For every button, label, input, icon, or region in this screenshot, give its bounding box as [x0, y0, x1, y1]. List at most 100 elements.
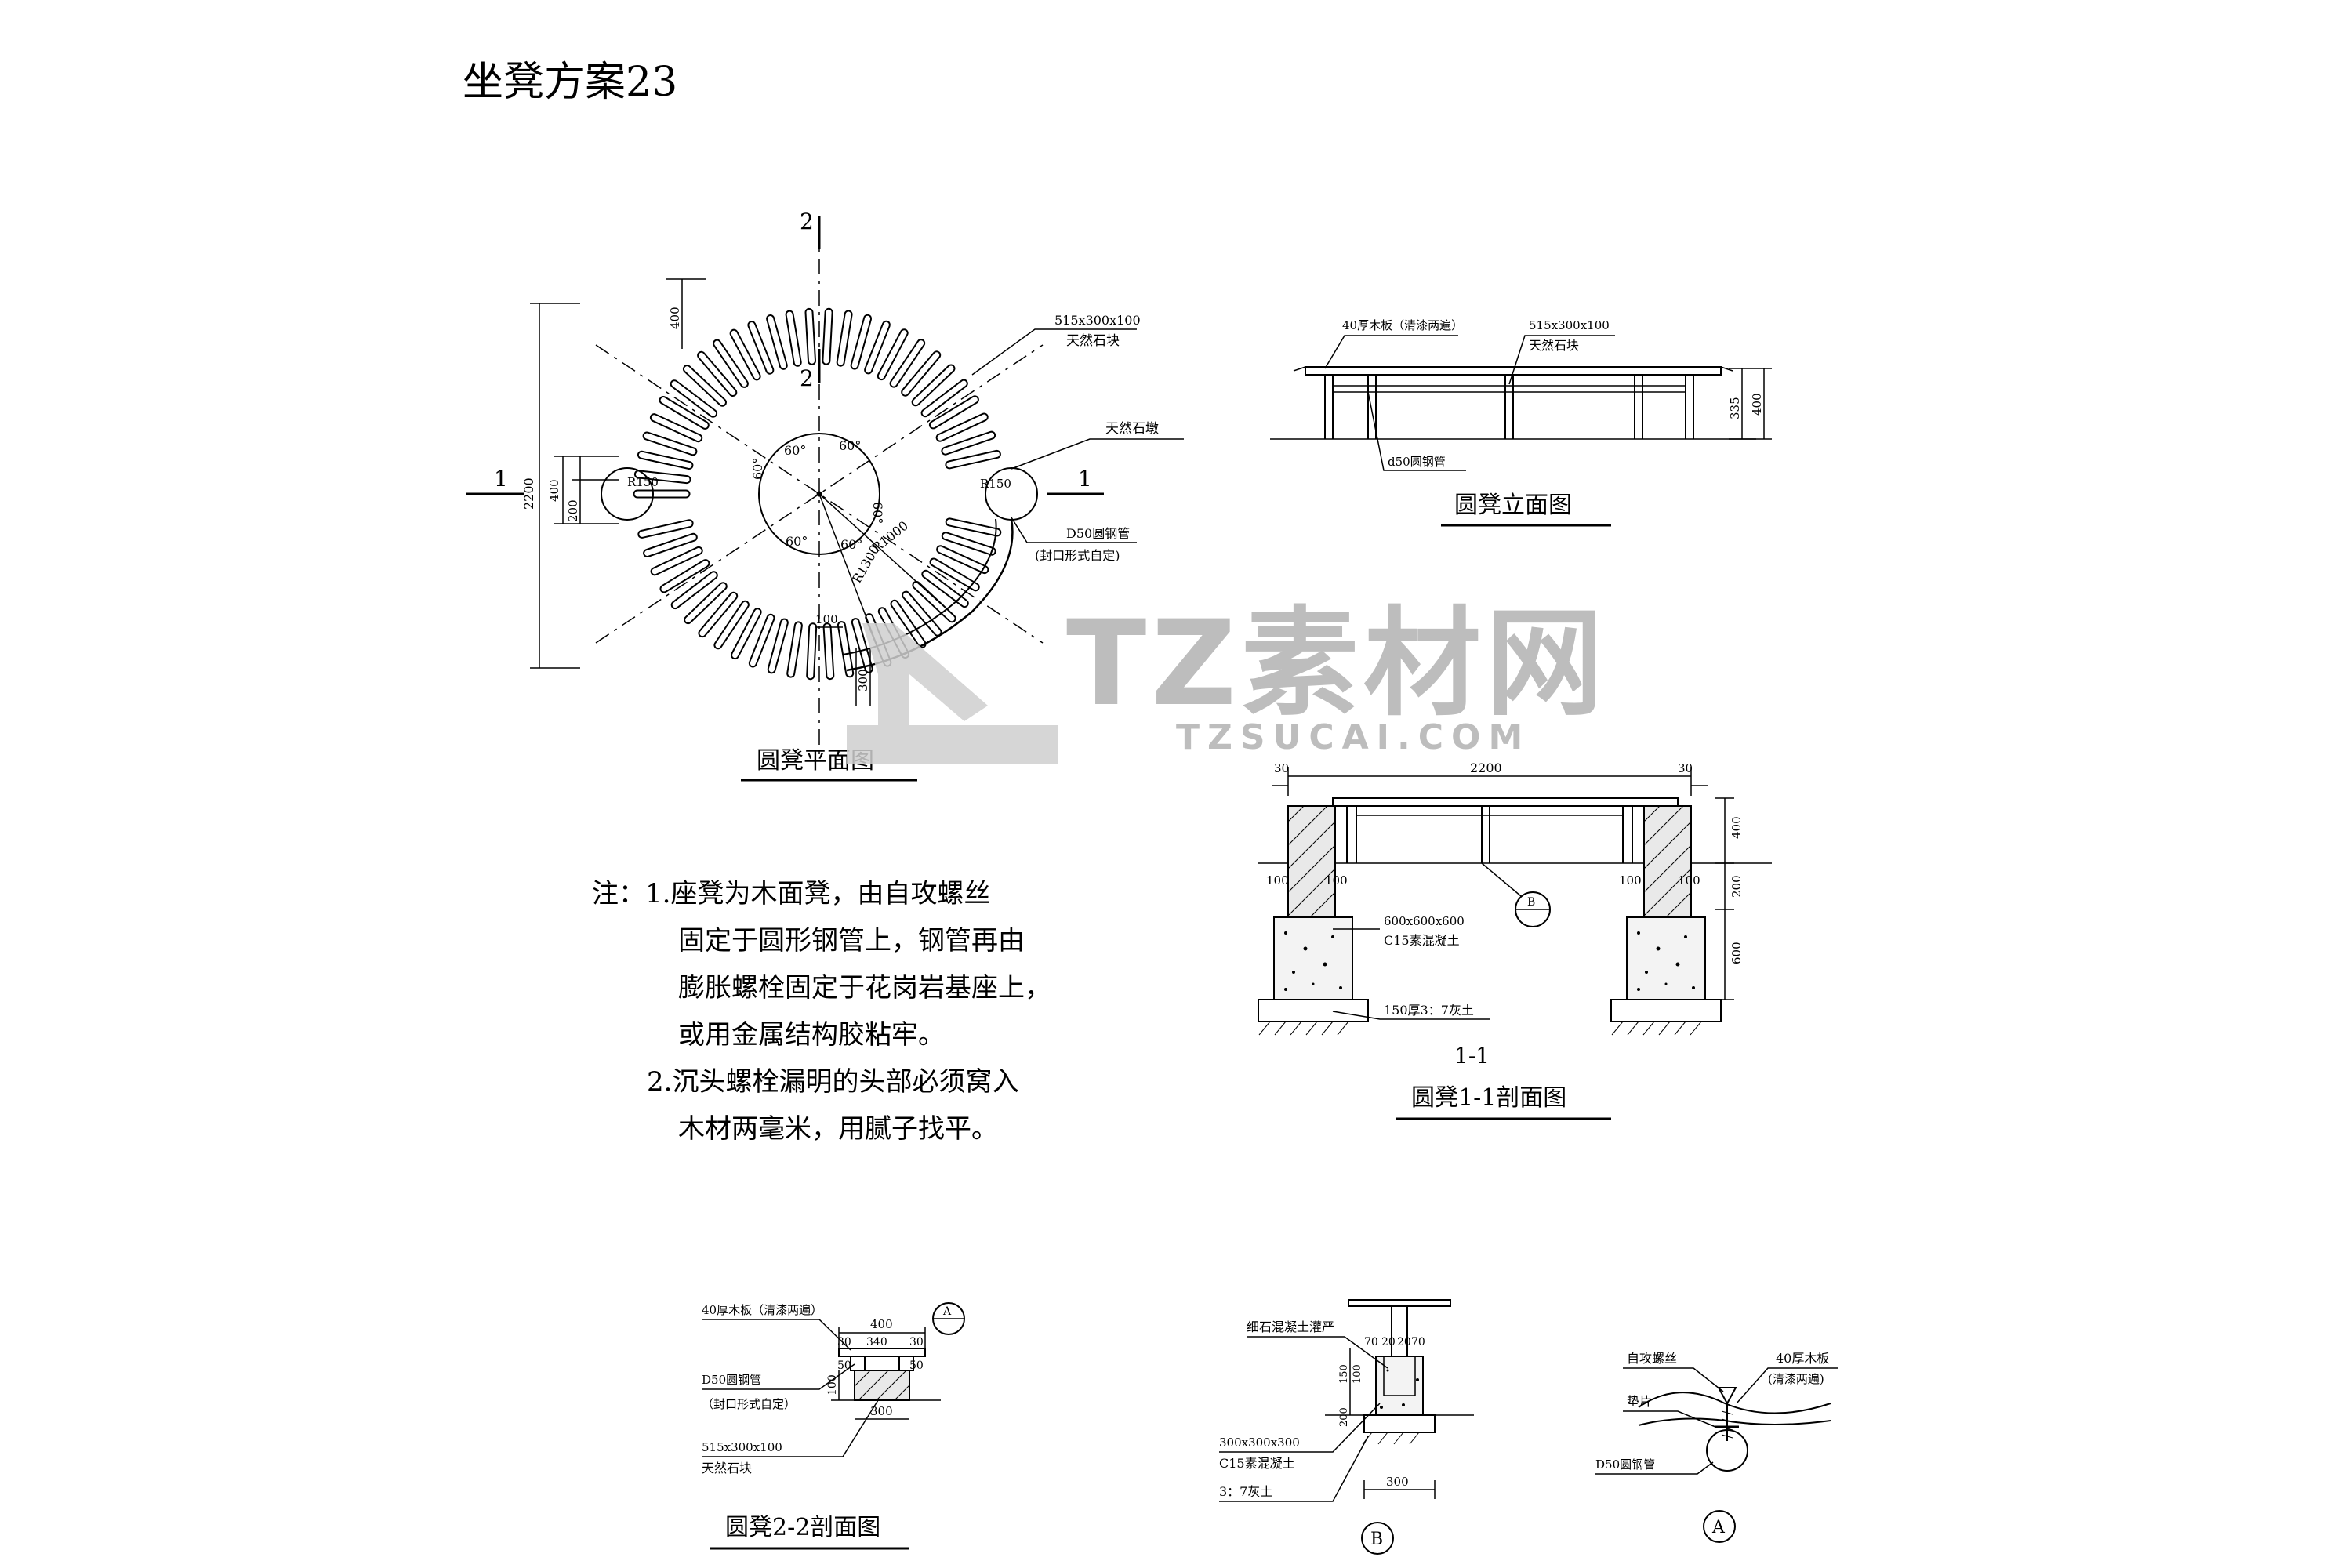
- elevation-view: 335 400 40厚木板（清漆两遍） 515x300x100 天然石块 d50…: [1270, 318, 1772, 527]
- section11-dim-100d: 100: [1678, 873, 1700, 887]
- seat-slat-fill: [644, 433, 696, 455]
- note-line-5: 2.沉头螺栓漏明的头部必须窝入: [647, 1066, 1019, 1098]
- plan-inner-circle: [758, 433, 880, 555]
- seat-slat-fill: [891, 601, 925, 647]
- section11-dim-h600: 600: [1730, 942, 1744, 964]
- stone-pier-left: [601, 467, 654, 521]
- seat-slat-fill: [903, 592, 941, 635]
- detail-a-screw-label: 自攻螺丝: [1627, 1351, 1677, 1366]
- section-2-2: 400 30 340 30 50 50 100 300 A 40厚木板（清漆两遍…: [702, 1302, 965, 1550]
- detail-a-pipe-label: D50圆钢管: [1595, 1457, 1655, 1472]
- detail-b-mark: B: [1370, 1530, 1383, 1549]
- seat-slat-fill: [651, 415, 702, 441]
- watermark-url: TZSUCAI.COM: [1176, 717, 1531, 757]
- note-line-4: 或用金属结构胶粘牢。: [678, 1019, 945, 1051]
- section11-footing-size: 600x600x600: [1384, 914, 1465, 928]
- detail-b-dim-100: 100: [1352, 1364, 1363, 1384]
- seat-slat-fill: [938, 546, 988, 573]
- section11-bench-top: [1332, 797, 1679, 807]
- seat-slat-fill: [671, 381, 717, 416]
- seat-slat-fill: [852, 619, 872, 672]
- section22-stone-label: 天然石块: [702, 1461, 752, 1475]
- seat-slat-fill: [685, 583, 726, 623]
- angle-label-5: 60°: [786, 534, 808, 549]
- angle-label-6: 60°: [750, 458, 765, 480]
- elevation-stone-label: 天然石块: [1529, 338, 1579, 353]
- section11-footing-right: [1626, 916, 1706, 1000]
- seat-slat-fill: [837, 311, 851, 365]
- detail-a-board-note: (清漆两遍): [1768, 1372, 1824, 1386]
- section11-footing-left: [1273, 916, 1353, 1000]
- detail-a-washer-label: 垫片: [1627, 1394, 1652, 1409]
- detail-b-grout-label: 细石混凝土灌严: [1247, 1319, 1334, 1334]
- seat-slat-fill: [851, 315, 871, 368]
- seat-slat-fill: [866, 321, 889, 373]
- section22-caption: 圆凳2-2剖面图: [725, 1514, 880, 1541]
- seat-slat-fill: [942, 432, 995, 454]
- section11-dim-100a: 100: [1266, 873, 1289, 887]
- stone-pier-right: [985, 467, 1038, 521]
- section-mark-1-left: 1: [494, 466, 508, 492]
- seat-slat-fill: [823, 309, 832, 364]
- detail-a-screw-head: [1717, 1387, 1737, 1406]
- seat-slat-fill: [731, 330, 760, 379]
- section22-board-label: 40厚木板（清漆两遍）: [702, 1303, 822, 1317]
- section22-dim-50a: 50: [837, 1359, 851, 1372]
- section11-dim-100c: 100: [1619, 873, 1642, 887]
- seat-slat-fill: [699, 352, 736, 395]
- section-mark-2-inner: 2: [800, 365, 814, 391]
- elevation-pipe-label: d50圆钢管: [1388, 455, 1446, 469]
- angle-label-3: 60°: [870, 502, 885, 524]
- section11-detail-b-mark: B: [1527, 896, 1535, 909]
- plan-dim-overall: 2200: [521, 477, 536, 510]
- seat-slat-fill: [661, 561, 709, 592]
- seat-slat-fill: [750, 615, 774, 666]
- plan-pipe-label: D50圆钢管: [1066, 526, 1130, 541]
- seat-slat-fill: [786, 311, 800, 365]
- detail-b-dim-70b: 70: [1411, 1336, 1425, 1348]
- section11-stone-right: [1643, 805, 1692, 927]
- seat-slat-fill: [806, 309, 815, 364]
- section22-dim-300: 300: [870, 1404, 893, 1418]
- section11-dim-h400: 400: [1730, 816, 1744, 839]
- detail-b-lime: [1363, 1414, 1436, 1433]
- plan-pipe-note: (封口形式自定): [1035, 548, 1120, 563]
- section11-mark: 1-1: [1454, 1043, 1490, 1069]
- seat-slat-fill: [788, 622, 801, 677]
- plan-slats: [633, 307, 1002, 681]
- section11-concrete-label: C15素混凝土: [1384, 933, 1460, 948]
- seat-slat-fill: [923, 571, 967, 607]
- elevation-dim-335: 335: [1728, 397, 1742, 419]
- section11-stone-left: [1287, 805, 1336, 927]
- detail-b-lime-label: 3：7灰土: [1219, 1484, 1272, 1499]
- seat-slat-fill: [937, 414, 987, 441]
- seat-slat-fill: [942, 533, 995, 554]
- section-1-1: 2200 30 30 100 100 100 100 400 200 600 B…: [1258, 760, 1772, 1120]
- detail-a-board-top: [1638, 1392, 1831, 1414]
- seat-slat-fill: [930, 397, 978, 428]
- section11-lime-label: 150厚3：7灰土: [1384, 1003, 1474, 1018]
- seat-slat-fill: [644, 534, 696, 556]
- seat-slat-fill: [652, 547, 702, 575]
- section22-dim-30a: 30: [837, 1336, 851, 1348]
- seat-slat-fill: [768, 316, 786, 368]
- section-mark-2-top: 2: [800, 209, 814, 234]
- detail-b-board: [1348, 1299, 1451, 1307]
- note-line-6: 木材两毫米，用腻子找平。: [678, 1113, 998, 1145]
- note-line-2: 固定于圆形钢管上，钢管再由: [678, 925, 1025, 956]
- note-line-3: 膨胀螺栓固定于花岗岩基座上，: [678, 972, 1051, 1004]
- watermark-logo: [847, 623, 1058, 764]
- section11-lime-right: [1610, 999, 1722, 1022]
- detail-a: 自攻螺丝 40厚木板 (清漆两遍) 垫片 D50圆钢管 A: [1595, 1351, 1838, 1543]
- seat-slat-fill: [808, 624, 816, 679]
- plan-stone-pier-label: 天然石墩: [1105, 421, 1159, 437]
- detail-a-board-bottom: [1638, 1417, 1831, 1426]
- seat-slat-fill: [714, 340, 747, 387]
- angle-label-2: 60°: [839, 438, 861, 453]
- seat-slat-fill: [824, 624, 833, 679]
- note-prefix: 注：: [592, 878, 645, 909]
- drawing-title: 坐凳方案23: [463, 59, 678, 106]
- plan-stone-block-size: 515x300x100: [1054, 313, 1141, 328]
